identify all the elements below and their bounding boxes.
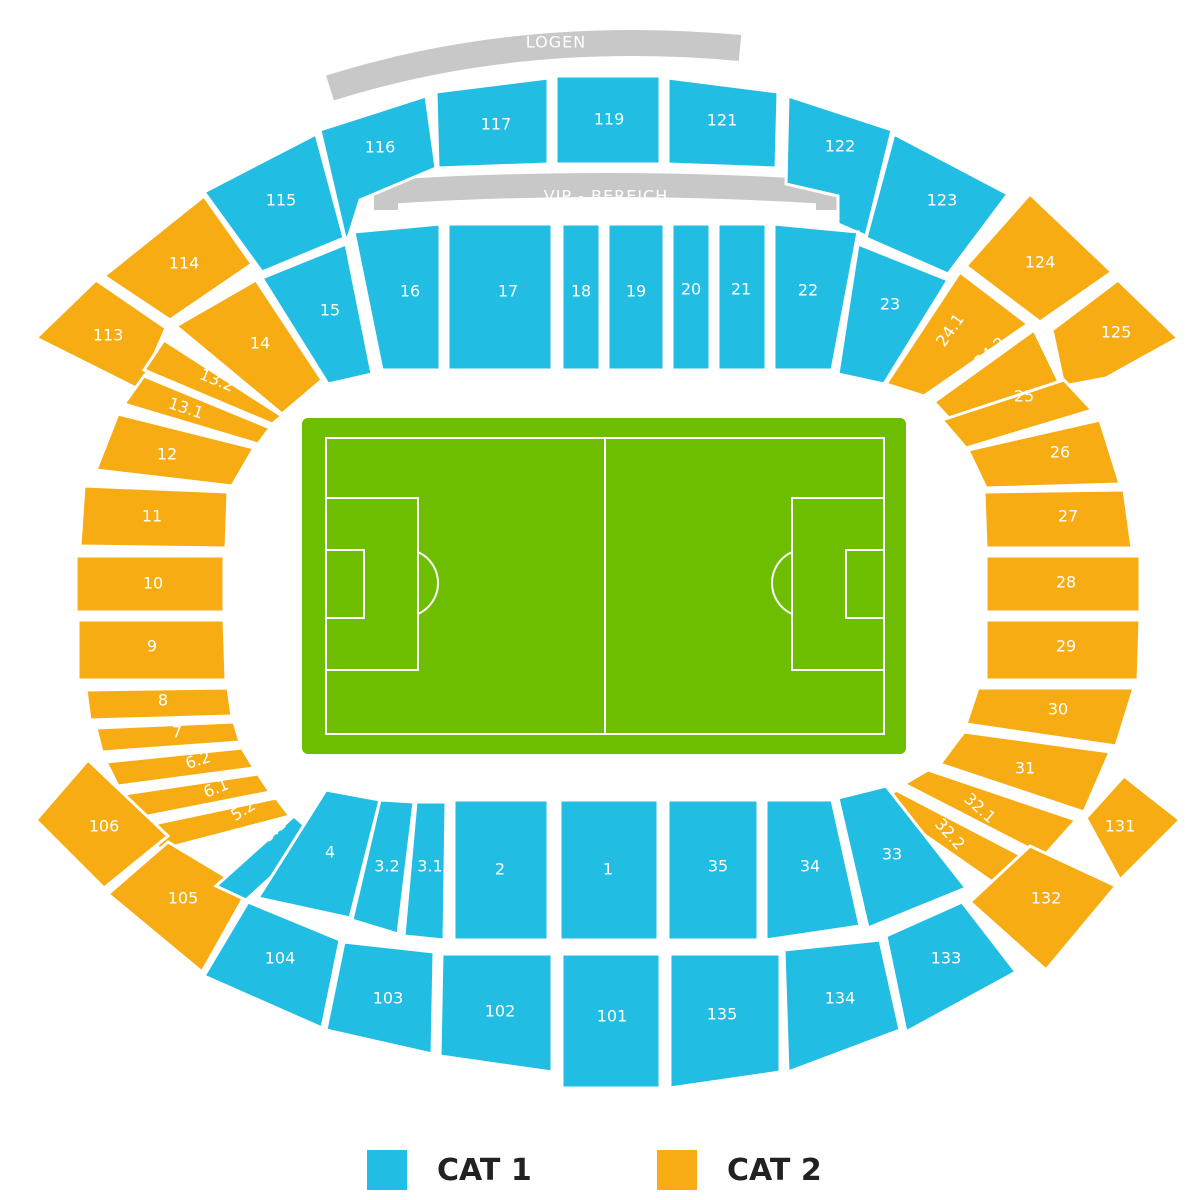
vip-band-shape [374, 173, 840, 210]
section-29-shape[interactable] [984, 618, 1142, 682]
section-104-shape[interactable] [201, 900, 342, 1031]
section-7-shape[interactable] [94, 720, 242, 754]
section-9-shape[interactable] [76, 618, 228, 682]
section-7[interactable]: 7 [94, 720, 242, 754]
section-12-shape[interactable] [93, 412, 257, 488]
section-135-shape[interactable] [668, 952, 782, 1090]
logen-band-shape [326, 30, 742, 101]
section-16-shape[interactable] [352, 222, 442, 372]
section-135[interactable]: 135 [668, 952, 782, 1090]
section-19[interactable]: 19 [606, 222, 666, 372]
section-122-shape[interactable] [784, 93, 894, 239]
section-121-shape[interactable] [666, 76, 780, 170]
section-11-shape[interactable] [78, 484, 230, 550]
section-134-shape[interactable] [782, 938, 902, 1075]
section-119-shape[interactable] [554, 74, 662, 166]
section-18[interactable]: 18 [560, 222, 602, 372]
section-19-shape[interactable] [606, 222, 666, 372]
section-26-shape[interactable] [965, 418, 1123, 490]
section-134[interactable]: 134 [782, 938, 902, 1075]
section-13-1-shape[interactable] [121, 374, 273, 446]
section-13-2-shape[interactable] [141, 337, 285, 426]
section-131[interactable]: 131 [1084, 773, 1183, 883]
section-102[interactable]: 102 [438, 952, 554, 1074]
section-25-shape[interactable] [939, 378, 1095, 450]
right-goal-box [845, 549, 885, 619]
section-132-shape[interactable] [967, 844, 1119, 973]
legend-label-cat2: CAT 2 [727, 1152, 822, 1188]
section-17-shape[interactable] [446, 222, 554, 372]
section-34-shape[interactable] [764, 798, 862, 942]
section-23-shape[interactable] [836, 241, 951, 386]
section-103-shape[interactable] [324, 940, 436, 1056]
section-27[interactable]: 27 [982, 488, 1134, 550]
section-121[interactable]: 121 [666, 76, 780, 170]
section-33-shape[interactable] [836, 784, 969, 931]
legend-label-cat1: CAT 1 [437, 1152, 532, 1188]
left-goal-box [325, 549, 365, 619]
section-124-shape[interactable] [963, 191, 1115, 324]
section-10-shape[interactable] [74, 554, 226, 614]
section-131-shape[interactable] [1084, 773, 1183, 883]
section-3-2-shape[interactable] [350, 798, 416, 936]
pitch [302, 418, 906, 754]
section-10[interactable]: 10 [74, 554, 226, 614]
left-penalty-arc [417, 551, 439, 615]
section-15-shape[interactable] [259, 241, 374, 386]
section-123-shape[interactable] [864, 131, 1011, 276]
section-28-shape[interactable] [984, 554, 1142, 614]
section-117-shape[interactable] [434, 76, 550, 170]
section-21[interactable]: 21 [716, 222, 768, 372]
logen-band-label: LOGEN [526, 33, 586, 52]
section-21-shape[interactable] [716, 222, 768, 372]
section-106-shape[interactable] [33, 757, 171, 891]
section-28[interactable]: 28 [984, 554, 1142, 614]
section-29[interactable]: 29 [984, 618, 1142, 682]
section-9[interactable]: 9 [76, 618, 228, 682]
legend-cat2: CAT 2 [657, 1150, 822, 1190]
section-35-shape[interactable] [666, 798, 760, 942]
section-1[interactable]: 1 [558, 798, 660, 942]
section-116-shape[interactable] [318, 94, 438, 247]
section-2-shape[interactable] [452, 798, 550, 942]
section-8[interactable]: 8 [84, 686, 234, 722]
section-103[interactable]: 103 [324, 940, 436, 1056]
vip-band-label: VIP - BEREICH [544, 187, 669, 206]
section-8-shape[interactable] [84, 686, 234, 722]
section-20-shape[interactable] [670, 222, 712, 372]
section-3-1-shape[interactable] [402, 800, 448, 942]
section-27-shape[interactable] [982, 488, 1134, 550]
section-22-shape[interactable] [772, 222, 860, 372]
right-penalty-arc [771, 551, 793, 615]
section-101[interactable]: 101 [560, 952, 662, 1090]
section-17[interactable]: 17 [446, 222, 554, 372]
section-1-shape[interactable] [558, 798, 660, 942]
legend-cat1: CAT 1 [367, 1150, 532, 1190]
section-20[interactable]: 20 [670, 222, 712, 372]
logen-band: LOGEN [326, 30, 742, 101]
section-6-2-shape[interactable] [103, 746, 257, 788]
section-11[interactable]: 11 [78, 484, 230, 550]
section-119[interactable]: 119 [554, 74, 662, 166]
section-117[interactable]: 117 [434, 76, 550, 170]
legend-swatch-cat1 [367, 1150, 407, 1190]
section-125-shape[interactable] [1050, 278, 1181, 388]
section-115-shape[interactable] [201, 131, 346, 274]
section-35[interactable]: 35 [666, 798, 760, 942]
section-30-shape[interactable] [964, 686, 1137, 748]
section-24-1-shape[interactable] [883, 269, 1031, 398]
section-2[interactable]: 2 [452, 798, 550, 942]
section-101-shape[interactable] [560, 952, 662, 1090]
section-14-shape[interactable] [173, 277, 324, 416]
section-18-shape[interactable] [560, 222, 602, 372]
section-31-shape[interactable] [937, 730, 1113, 814]
section-133-shape[interactable] [884, 900, 1019, 1035]
legend-swatch-cat2 [657, 1150, 697, 1190]
section-114-shape[interactable] [101, 193, 255, 322]
vip-band: VIP - BEREICH [374, 173, 840, 210]
section-102-shape[interactable] [438, 952, 554, 1074]
